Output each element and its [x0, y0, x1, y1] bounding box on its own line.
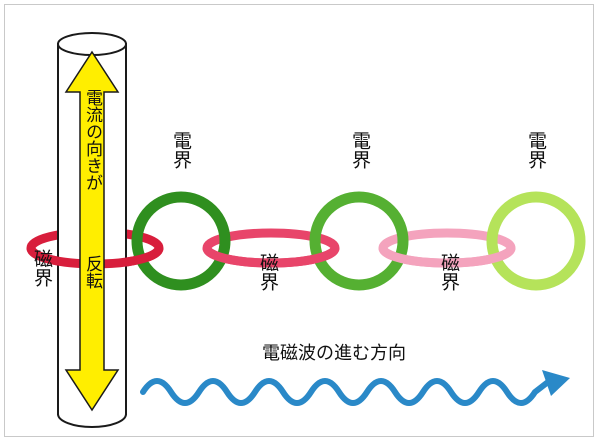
wave-arrow-head	[542, 370, 570, 396]
electric-field-ring-2	[309, 191, 409, 291]
current-label-line2: 反転	[82, 255, 103, 289]
magnetic-field-label-2: 磁界	[257, 253, 279, 291]
electric-field-ring-1	[131, 191, 231, 291]
wave-direction-label: 電磁波の進む方向	[262, 343, 406, 364]
magnetic-field-label-3: 磁界	[438, 253, 460, 291]
magnetic-field-ring-2-front-arc	[202, 247, 340, 268]
current-label-line1: 電流の向きが	[82, 89, 103, 191]
wave-direction-arrow	[140, 378, 551, 406]
electric-field-label-2: 電界	[349, 131, 371, 169]
electric-field-ring-3	[486, 191, 586, 291]
electric-field-label-3: 電界	[525, 131, 547, 169]
magnetic-field-ring-3-front-arc	[378, 247, 516, 268]
current-direction-arrow	[64, 50, 120, 412]
magnetic-field-label-1: 磁界	[31, 249, 53, 287]
electric-field-label-1: 電界	[170, 131, 192, 169]
